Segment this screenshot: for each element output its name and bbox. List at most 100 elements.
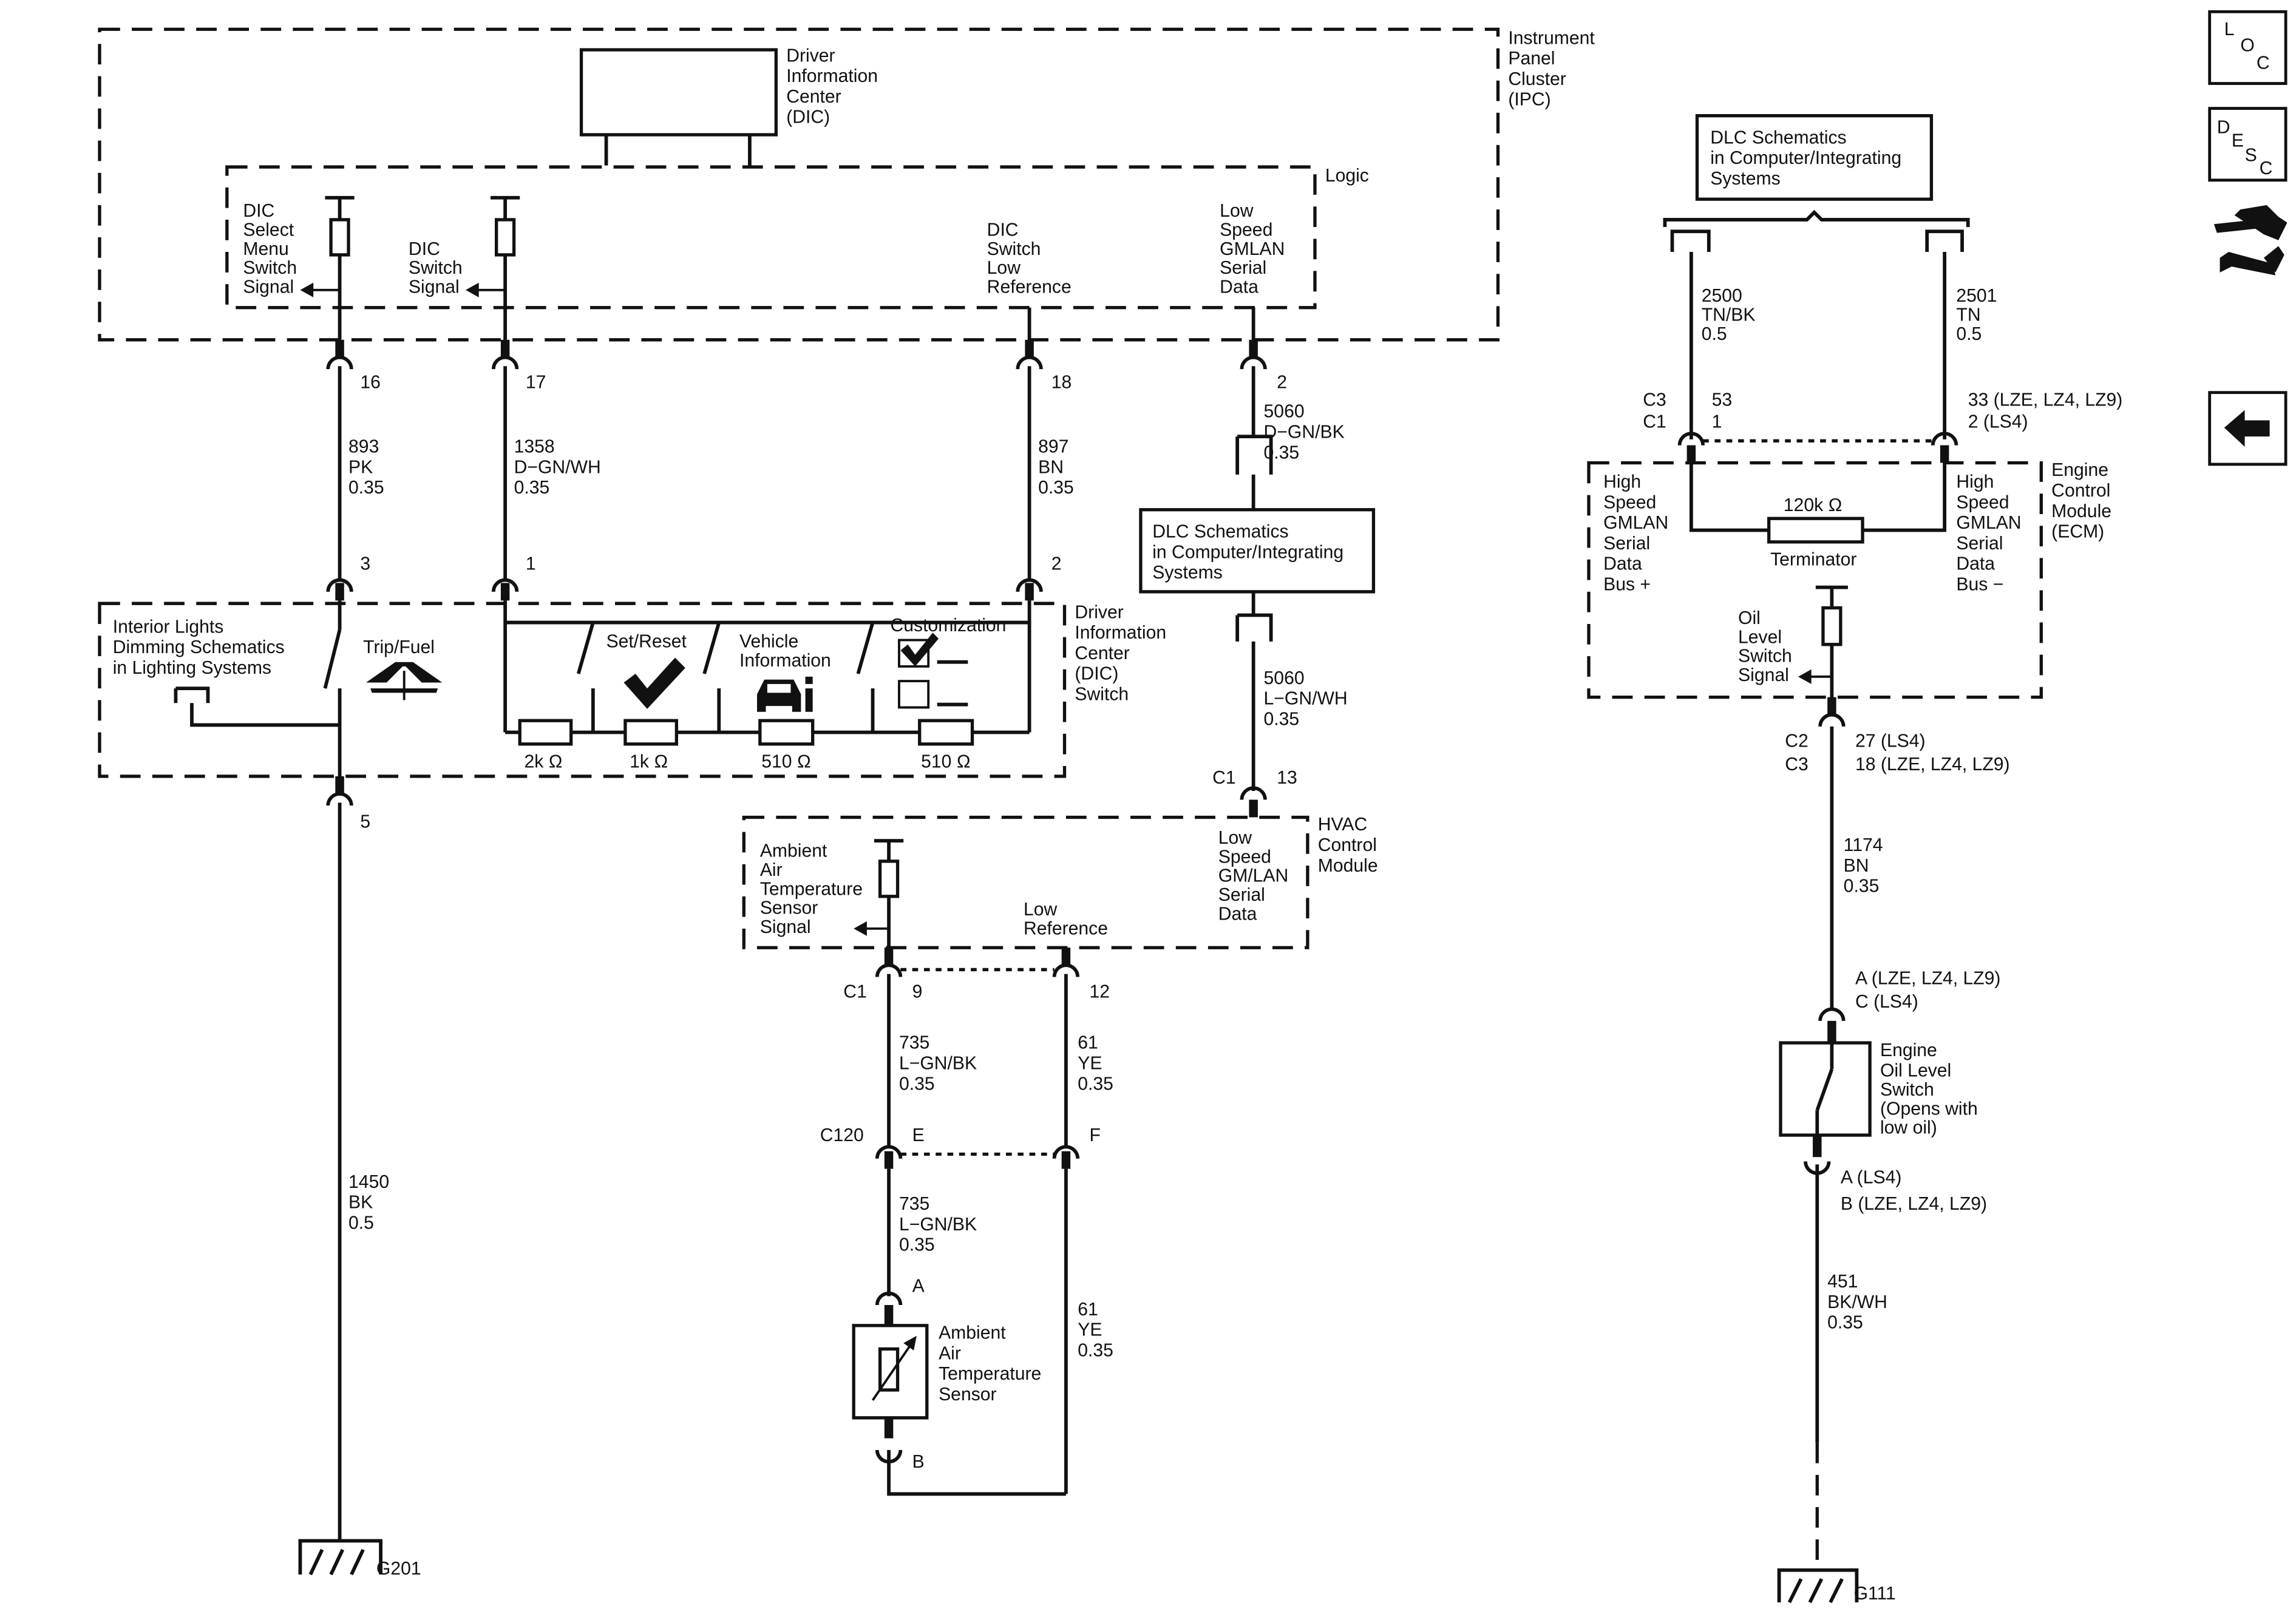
w2501-1: 2501 bbox=[1956, 286, 1997, 306]
checklist-icon bbox=[898, 632, 968, 709]
pin-1: 1 bbox=[526, 554, 536, 574]
w893-1: 893 bbox=[348, 437, 379, 457]
dic-low-ref-1: DIC bbox=[987, 220, 1019, 240]
w5060b-1: 5060 bbox=[1264, 668, 1305, 688]
desc-button[interactable]: D E S C bbox=[2208, 107, 2288, 182]
hvac-c1b: C1 bbox=[843, 981, 867, 1002]
dic-switch-title-5: Switch bbox=[1075, 684, 1129, 704]
oil-bot-pin-b: B (LZE, LZ4, LZ9) bbox=[1841, 1194, 1987, 1214]
w1174-3: 0.35 bbox=[1844, 876, 1880, 897]
checkmark-icon bbox=[623, 657, 685, 709]
logic-box bbox=[225, 165, 1317, 310]
hs-plus-5: Data bbox=[1603, 554, 1642, 574]
ambient-signal-5: Signal bbox=[760, 917, 811, 937]
dic-select-5: Signal bbox=[243, 277, 294, 297]
w5060a-2: D−GN/BK bbox=[1264, 422, 1345, 442]
dic-switch-3: Signal bbox=[409, 277, 460, 297]
w5060b-2: L−GN/WH bbox=[1264, 689, 1348, 709]
ecm-title-4: (ECM) bbox=[2051, 522, 2104, 542]
sensor-pin-a: A bbox=[912, 1276, 925, 1296]
g111-label: G111 bbox=[1854, 1584, 1896, 1604]
hs-minus-4: Serial bbox=[1956, 534, 2003, 554]
w1358-3: 0.35 bbox=[514, 478, 550, 498]
gmlan-3: GMLAN bbox=[1220, 239, 1285, 259]
pin-2b: 2 bbox=[1051, 554, 1062, 574]
w61b-3: 0.35 bbox=[1078, 1340, 1113, 1360]
oil-top-pin-a: A (LZE, LZ4, LZ9) bbox=[1855, 969, 2000, 989]
pin-16: 16 bbox=[360, 372, 381, 392]
loc-c: C bbox=[2257, 53, 2270, 73]
hvac-pin-13: 13 bbox=[1277, 768, 1297, 788]
resistor-1k bbox=[623, 719, 678, 746]
hs-plus-2: Speed bbox=[1603, 492, 1656, 512]
w893-2: PK bbox=[348, 457, 373, 477]
w1450-2: BK bbox=[348, 1193, 373, 1213]
loc-button[interactable]: L O C bbox=[2208, 10, 2288, 85]
w1174-1: 1174 bbox=[1844, 835, 1883, 855]
w735a-1: 735 bbox=[899, 1033, 929, 1053]
w61b-1: 61 bbox=[1078, 1300, 1098, 1320]
dlc-right-2: in Computer/Integrating bbox=[1710, 148, 1901, 168]
ipc-title-2: Panel bbox=[1508, 49, 1555, 69]
dic-switch-title-1: Driver bbox=[1075, 602, 1123, 622]
desc-s: S bbox=[2245, 145, 2257, 165]
w61b-2: YE bbox=[1078, 1320, 1102, 1340]
desc-c: C bbox=[2260, 158, 2273, 178]
instrument-panel-cluster: Instrument Panel Cluster (IPC) Driver In… bbox=[98, 27, 1595, 342]
engine-oil-level-switch: A (LZE, LZ4, LZ9) C (LS4) Engine Oil Lev… bbox=[1779, 969, 2000, 1570]
w451-1: 451 bbox=[1827, 1272, 1858, 1292]
r-510a: 510 Ω bbox=[761, 751, 811, 771]
w1450-1: 1450 bbox=[348, 1172, 389, 1192]
w61a-2: YE bbox=[1078, 1054, 1102, 1074]
hs-minus-1: High bbox=[1956, 472, 1994, 492]
tools-icon[interactable] bbox=[2213, 205, 2288, 276]
ambient-signal-4: Sensor bbox=[760, 898, 818, 918]
ecm-pin-33: 33 (LZE, LZ4, LZ9) bbox=[1968, 390, 2123, 410]
w897-2: BN bbox=[1038, 457, 1064, 477]
hvac-gmlan-4: Serial bbox=[1218, 885, 1265, 905]
engine-control-module: C3 C1 53 1 33 (LZE, LZ4, LZ9) 2 (LS4) En… bbox=[1587, 390, 2123, 1011]
hvac-pin-9: 9 bbox=[912, 981, 923, 1002]
road-icon bbox=[365, 662, 443, 700]
hvac-pin-12: 12 bbox=[1090, 981, 1110, 1002]
dic-label-4: (DIC) bbox=[786, 107, 830, 127]
ecm-pin-27: 27 (LS4) bbox=[1855, 731, 1926, 751]
w2501-3: 0.5 bbox=[1956, 324, 1982, 344]
dic-low-ref-2: Switch bbox=[987, 239, 1041, 259]
dlc-mid-3: Systems bbox=[1152, 563, 1223, 583]
w2500-1: 2500 bbox=[1702, 286, 1742, 306]
w1450-3: 0.5 bbox=[348, 1213, 374, 1233]
w735b-1: 735 bbox=[899, 1194, 929, 1214]
customization-label: Customization bbox=[890, 615, 1006, 636]
dic-select-3: Menu bbox=[243, 239, 288, 259]
w451-3: 0.35 bbox=[1827, 1313, 1863, 1333]
ecm-conn-c3: C3 bbox=[1643, 390, 1666, 410]
set-reset-label: Set/Reset bbox=[606, 632, 687, 652]
back-arrow-icon[interactable] bbox=[2208, 391, 2288, 466]
w735a-2: L−GN/BK bbox=[899, 1054, 977, 1074]
pin-3: 3 bbox=[360, 554, 370, 574]
w2500-2: TN/BK bbox=[1702, 305, 1756, 325]
low-ref-1: Low bbox=[1024, 900, 1058, 920]
oil-switch-label-4: (Opens with bbox=[1880, 1099, 1978, 1119]
sensor-label-4: Sensor bbox=[939, 1385, 996, 1405]
dlc-right-3: Systems bbox=[1710, 169, 1781, 189]
pin-17: 17 bbox=[526, 372, 546, 392]
w61a-3: 0.35 bbox=[1078, 1074, 1113, 1094]
interior-lights-3: in Lighting Systems bbox=[113, 658, 271, 678]
resistor-510b bbox=[918, 719, 974, 746]
ecm-pin-53: 53 bbox=[1712, 390, 1733, 410]
oil-switch-label-2: Oil Level bbox=[1880, 1061, 1951, 1081]
w61a-1: 61 bbox=[1078, 1033, 1098, 1053]
w5060b-3: 0.35 bbox=[1264, 709, 1300, 729]
dic-switch-title-3: Center bbox=[1075, 643, 1129, 663]
ipc-title-1: Instrument bbox=[1508, 28, 1595, 48]
ambient-signal-3: Temperature bbox=[760, 879, 863, 899]
hvac-c1: C1 bbox=[1212, 768, 1236, 788]
oil-switch-label-1: Engine bbox=[1880, 1040, 1937, 1060]
dic-label-3: Center bbox=[786, 87, 841, 107]
ipc-to-dic-wires: 16 17 18 2 893 PK 0.35 1358 D−GN/WH 0.35… bbox=[326, 339, 1345, 601]
dic-switch-2: Switch bbox=[409, 258, 463, 278]
hs-minus-2: Speed bbox=[1956, 492, 2009, 512]
loc-l: L bbox=[2224, 19, 2235, 39]
